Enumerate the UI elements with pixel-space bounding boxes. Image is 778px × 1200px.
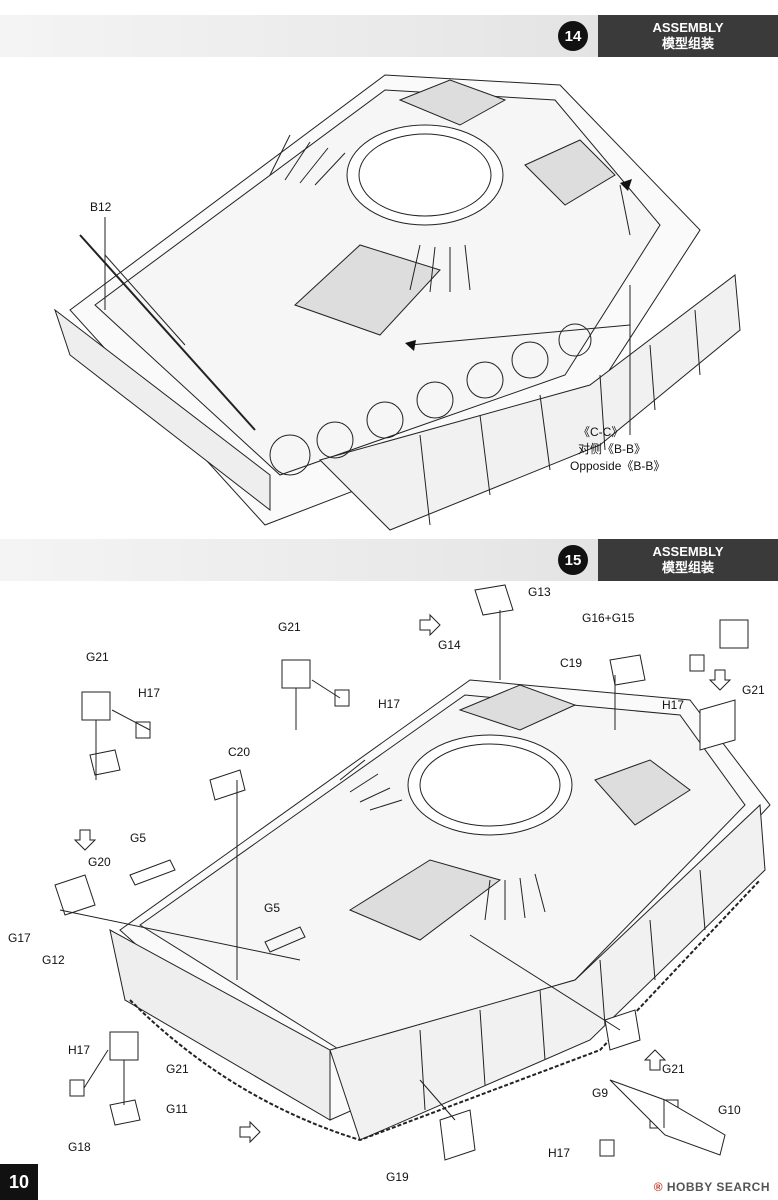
label-h17-b: H17 [138,686,161,700]
label-cc-cn: 对侧《B-B》 [578,442,647,456]
label-g16-g15: G16+G15 [582,611,635,625]
label-cc: 《C-C》 [578,425,624,439]
label-g9: G9 [592,1086,609,1100]
label-g19: G19 [386,1170,409,1184]
step-14-number: 14 [558,21,588,51]
label-g11: G11 [166,1102,188,1116]
label-h17-e: H17 [548,1146,571,1160]
label-g21-a: G21 [278,620,301,634]
step-14-title-cn: 模型组装 [661,37,714,52]
step-14-hull-drawing [54,74,741,531]
step-15-title-cn: 模型组装 [661,561,714,576]
label-g21-b: G21 [86,650,109,664]
label-h17-d: H17 [68,1043,91,1057]
label-g21-c: G21 [742,683,765,697]
label-cc-en: Opposide《B-B》 [570,459,666,473]
label-h17-a: H17 [378,697,401,711]
step-15-number: 15 [558,545,588,575]
label-b12: B12 [90,200,112,214]
step-14-title: ASSEMBLY 模型组装 [598,15,778,57]
watermark-brand: HOBBY SEARCH [666,1180,770,1194]
label-g18: G18 [68,1140,91,1154]
label-g14: G14 [438,638,461,652]
label-c20: C20 [228,745,251,759]
label-g5-b: G5 [264,901,281,915]
step-15-title: ASSEMBLY 模型组装 [598,539,778,581]
step-15-title-en: ASSEMBLY [652,544,724,559]
page-number: 10 [0,1164,38,1200]
watermark: ® HOBBY SEARCH [654,1180,770,1194]
label-g21-e: G21 [662,1062,685,1076]
label-g10: G10 [718,1103,741,1117]
step-14-title-en: ASSEMBLY [652,20,724,35]
label-g13: G13 [528,585,551,599]
label-g5-a: G5 [130,831,147,845]
watermark-mark: ® [653,1180,664,1194]
step-15-hull-drawing [54,584,771,1161]
label-c19: C19 [560,656,583,670]
label-g12: G12 [42,953,65,967]
label-g20: G20 [88,855,111,869]
label-h17-c: H17 [662,698,685,712]
label-g17: G17 [8,931,31,945]
label-g21-d: G21 [166,1062,189,1076]
